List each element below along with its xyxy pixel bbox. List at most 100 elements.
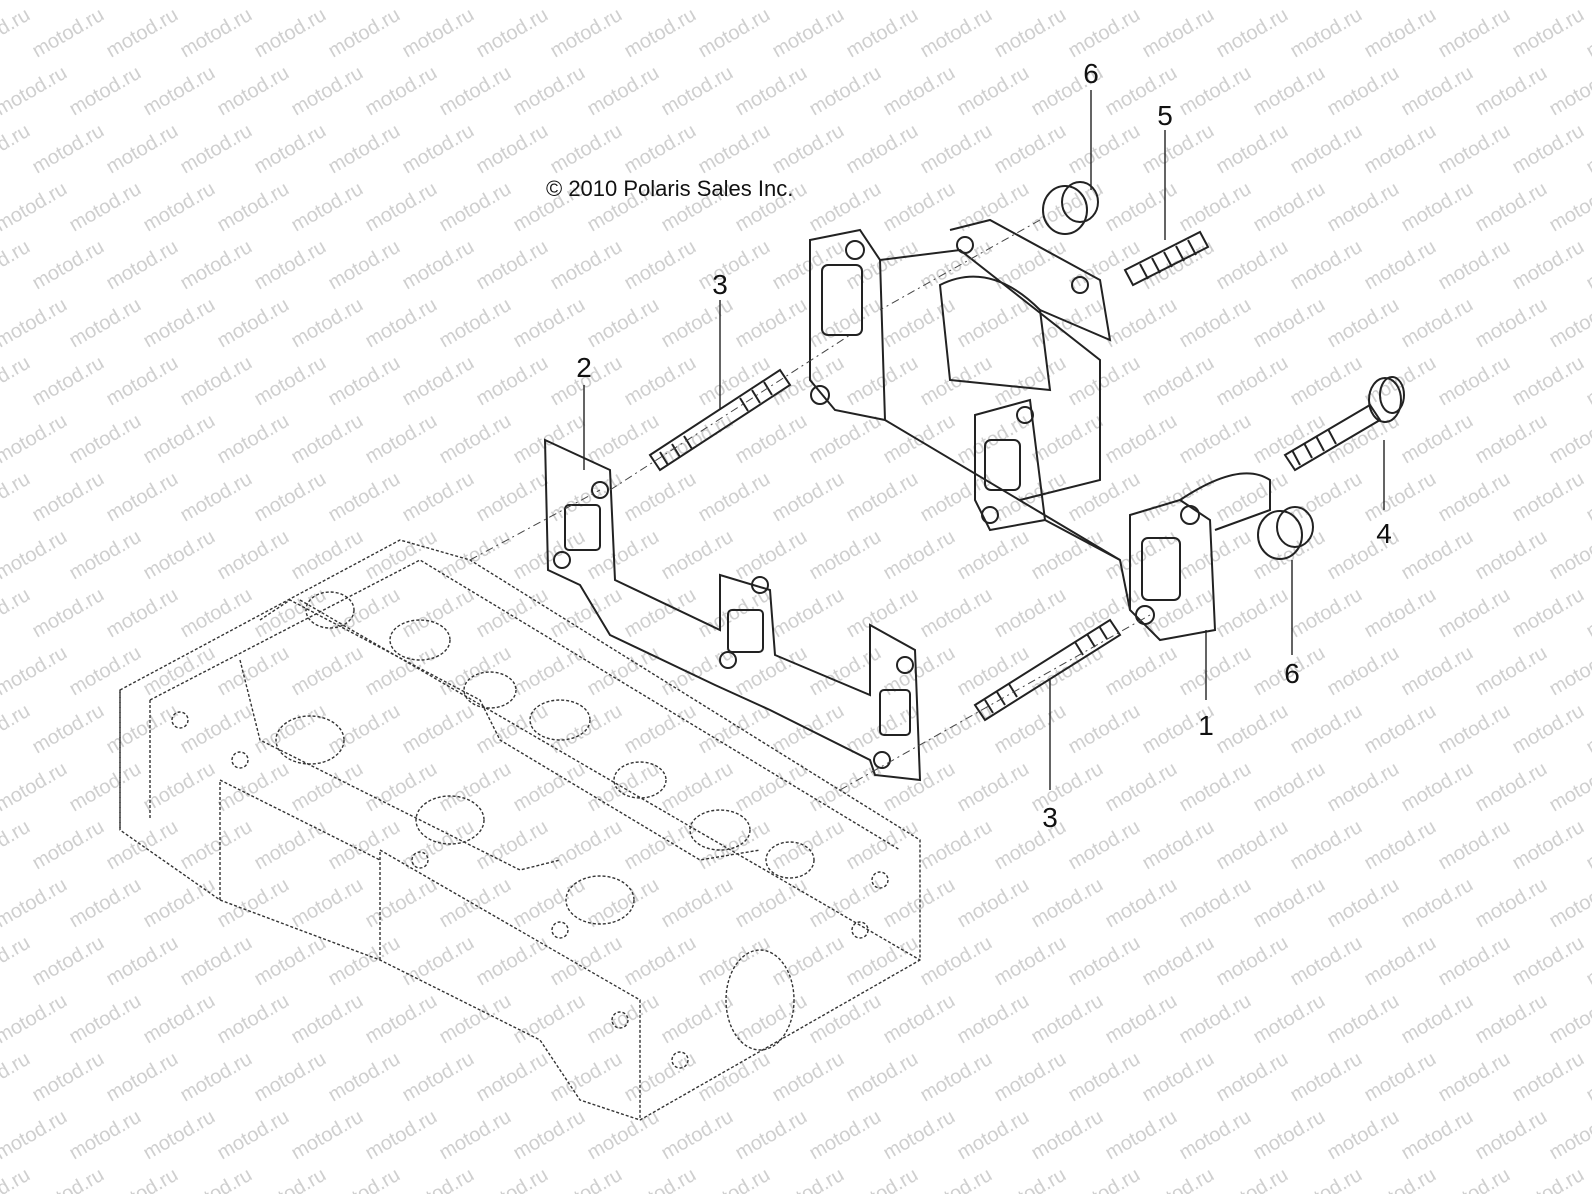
watermark-text: motod.ru xyxy=(1398,1106,1477,1165)
watermark-text: motod.ru xyxy=(843,584,922,643)
watermark-text: motod.ru xyxy=(66,62,145,121)
watermark-text: motod.ru xyxy=(1213,1048,1292,1107)
watermark-text: motod.ru xyxy=(325,4,404,63)
watermark-text: motod.ru xyxy=(1509,584,1588,643)
watermark-text: motod.ru xyxy=(732,410,811,469)
watermark-text: motod.ru xyxy=(1398,294,1477,353)
watermark-text: motod.ru xyxy=(214,294,293,353)
watermark-text: motod.ru xyxy=(1139,352,1218,411)
watermark-text: motod.ru xyxy=(399,236,478,295)
watermark-text: motod.ru xyxy=(66,0,145,4)
watermark-text: motod.ru xyxy=(29,4,108,63)
watermark-text: motod.ru xyxy=(0,62,71,121)
watermark-text: motod.ru xyxy=(66,294,145,353)
watermark-text: motod.ru xyxy=(251,120,330,179)
watermark-text: motod.ru xyxy=(140,1106,219,1165)
watermark-text: motod.ru xyxy=(66,410,145,469)
watermark-text: motod.ru xyxy=(325,352,404,411)
watermark-text: motod.ru xyxy=(29,468,108,527)
watermark-text: motod.ru xyxy=(0,236,34,295)
watermark-text: motod.ru xyxy=(1583,584,1592,643)
watermark-text: motod.ru xyxy=(510,642,589,701)
watermark-text: motod.ru xyxy=(436,0,515,4)
watermark-text: motod.ru xyxy=(1583,700,1592,759)
watermark-text: motod.ru xyxy=(954,874,1033,933)
watermark-text: motod.ru xyxy=(843,816,922,875)
watermark-text: motod.ru xyxy=(288,526,367,585)
watermark-text: motod.ru xyxy=(1213,584,1292,643)
watermark-text: motod.ru xyxy=(1176,1106,1255,1165)
watermark-text: motod.ru xyxy=(177,468,256,527)
watermark-text: motod.ru xyxy=(1176,526,1255,585)
watermark-text: motod.ru xyxy=(0,990,71,1049)
watermark-text: motod.ru xyxy=(0,584,34,643)
watermark-text: motod.ru xyxy=(1509,700,1588,759)
watermark-text: motod.ru xyxy=(769,1164,848,1194)
watermark-text: motod.ru xyxy=(510,758,589,817)
watermark-text: motod.ru xyxy=(1324,874,1403,933)
watermark-text: motod.ru xyxy=(806,1106,885,1165)
watermark-text: motod.ru xyxy=(732,294,811,353)
watermark-text: motod.ru xyxy=(362,178,441,237)
watermark-text: motod.ru xyxy=(695,236,774,295)
watermark-text: motod.ru xyxy=(1176,990,1255,1049)
watermark-text: motod.ru xyxy=(288,62,367,121)
watermark-text: motod.ru xyxy=(0,526,71,585)
watermark-text: motod.ru xyxy=(1472,526,1551,585)
watermark-text: motod.ru xyxy=(769,932,848,991)
watermark-text: motod.ru xyxy=(1102,1106,1181,1165)
watermark-text: motod.ru xyxy=(954,178,1033,237)
watermark-text: motod.ru xyxy=(1509,932,1588,991)
watermark-text: motod.ru xyxy=(769,4,848,63)
watermark-text: motod.ru xyxy=(103,120,182,179)
watermark-text: motod.ru xyxy=(880,526,959,585)
watermark-text: motod.ru xyxy=(843,4,922,63)
watermark-text: motod.ru xyxy=(399,700,478,759)
watermark-text: motod.ru xyxy=(214,990,293,1049)
watermark-text: motod.ru xyxy=(251,932,330,991)
watermark-text: motod.ru xyxy=(1546,1106,1592,1165)
watermark-text: motod.ru xyxy=(1287,468,1366,527)
watermark-text: motod.ru xyxy=(658,642,737,701)
watermark-text: motod.ru xyxy=(1139,816,1218,875)
watermark-text: motod.ru xyxy=(769,1048,848,1107)
watermark-text: motod.ru xyxy=(1102,0,1181,4)
watermark-text: motod.ru xyxy=(547,1048,626,1107)
watermark-text: motod.ru xyxy=(584,62,663,121)
watermark-text: motod.ru xyxy=(732,874,811,933)
watermark-text: motod.ru xyxy=(1472,874,1551,933)
watermark-text: motod.ru xyxy=(954,526,1033,585)
watermark-text: motod.ru xyxy=(1065,120,1144,179)
watermark-text: motod.ru xyxy=(103,352,182,411)
watermark-text: motod.ru xyxy=(140,990,219,1049)
watermark-text: motod.ru xyxy=(917,1048,996,1107)
watermark-text: motod.ru xyxy=(103,468,182,527)
watermark-text: motod.ru xyxy=(1065,1048,1144,1107)
watermark-text: motod.ru xyxy=(29,236,108,295)
watermark-text: motod.ru xyxy=(29,932,108,991)
watermark-text: motod.ru xyxy=(1472,62,1551,121)
watermark-text: motod.ru xyxy=(103,700,182,759)
watermark-text: motod.ru xyxy=(1102,642,1181,701)
watermark-text: motod.ru xyxy=(1398,62,1477,121)
copyright-notice: © 2010 Polaris Sales Inc. xyxy=(546,176,793,202)
watermark-text: motod.ru xyxy=(436,1106,515,1165)
watermark-text: motod.ru xyxy=(880,0,959,4)
watermark-text: motod.ru xyxy=(140,178,219,237)
watermark-text: motod.ru xyxy=(843,120,922,179)
watermark-text: motod.ru xyxy=(0,758,71,817)
callout-2: 2 xyxy=(576,354,592,382)
watermark-text: motod.ru xyxy=(0,1106,71,1165)
watermark-text: motod.ru xyxy=(1546,294,1592,353)
watermark-text: motod.ru xyxy=(732,1106,811,1165)
watermark-text: motod.ru xyxy=(1398,990,1477,1049)
watermark-text: motod.ru xyxy=(1509,236,1588,295)
watermark-text: motod.ru xyxy=(584,990,663,1049)
watermark-text: motod.ru xyxy=(621,352,700,411)
watermark-text: motod.ru xyxy=(1509,1048,1588,1107)
watermark-text: motod.ru xyxy=(917,1164,996,1194)
watermark-text: motod.ru xyxy=(0,1164,34,1194)
watermark-text: motod.ru xyxy=(547,1164,626,1194)
watermark-text: motod.ru xyxy=(806,294,885,353)
